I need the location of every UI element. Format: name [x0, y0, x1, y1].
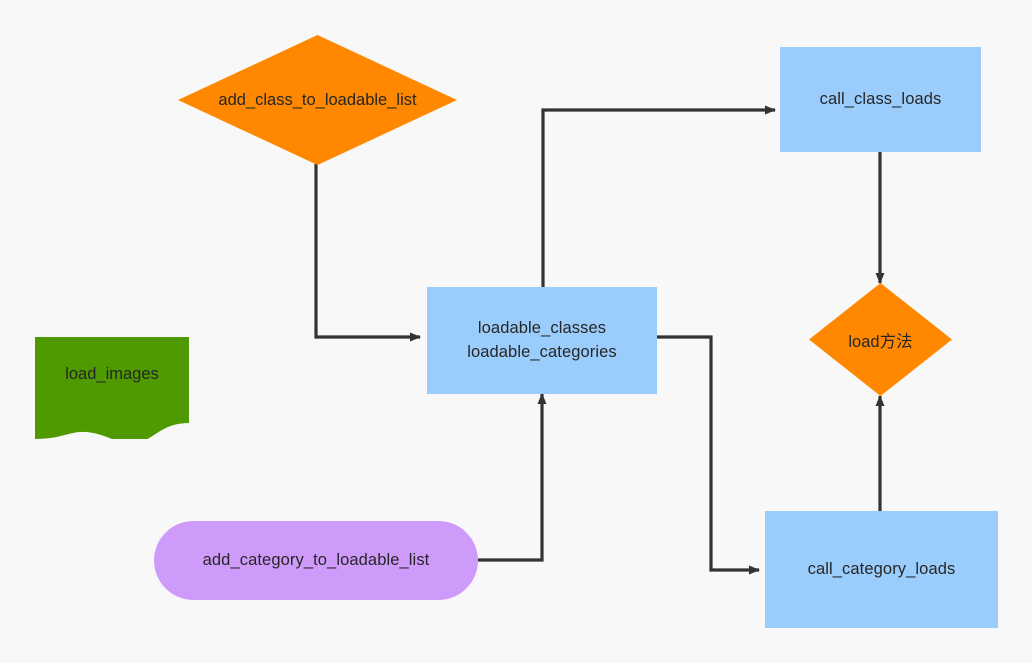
node-label: add_category_to_loadable_list [202, 550, 430, 569]
document-shape [35, 337, 189, 439]
edge-loadable-lists-to-call-category-loads [657, 335, 760, 575]
node-call-class-loads[interactable]: call_class_loads [780, 47, 981, 152]
node-label: load方法 [848, 332, 913, 351]
edge-loadable-lists-to-call-class-loads [541, 105, 776, 287]
node-load-method[interactable]: load方法 [809, 283, 952, 396]
node-label: loadable_classes loadable_categories [467, 319, 617, 361]
diamond-shape [809, 283, 952, 396]
edge-add-category-to-loadable-lists [478, 393, 547, 562]
node-label: add_class_to_loadable_list [218, 90, 417, 109]
node-label: load_images [65, 365, 159, 384]
node-load-images[interactable]: load_images [35, 337, 189, 439]
node-call-category-loads[interactable]: call_category_loads [765, 511, 998, 628]
node-add-class-to-loadable-list[interactable]: add_class_to_loadable_list [178, 35, 457, 165]
node-label: call_category_loads [807, 559, 956, 578]
node-loadable-lists[interactable]: loadable_classes loadable_categories [427, 287, 657, 394]
node-label: call_class_loads [819, 89, 942, 108]
edge-add-class-to-loadable-lists [314, 164, 421, 342]
diamond-shape [178, 35, 457, 165]
node-add-category-to-loadable-list[interactable]: add_category_to_loadable_list [154, 521, 478, 600]
